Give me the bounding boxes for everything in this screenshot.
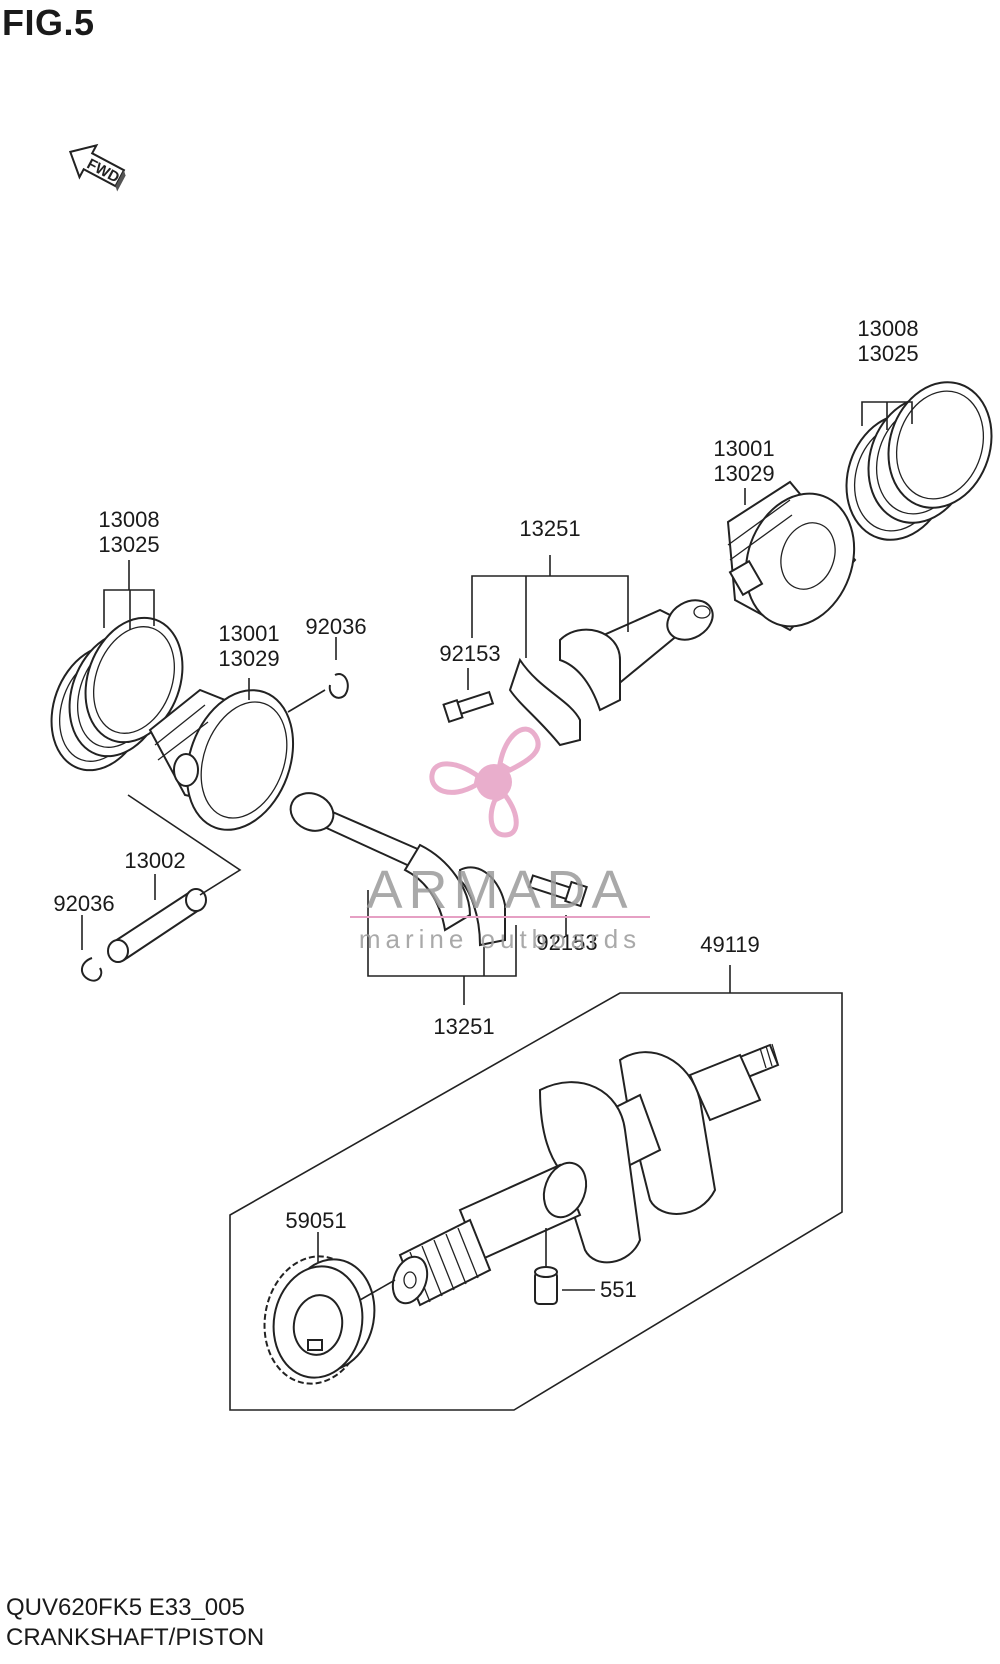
piston-left [148,688,295,831]
callout-dowel: 551 [600,1277,637,1302]
piston-rings-left [50,616,184,772]
piston-pin [107,888,207,963]
callout-rod-right: 13251 [519,516,580,541]
callout-crankshaft: 49119 [700,932,760,957]
fwd-arrow-icon: FWD [68,143,126,192]
crankshaft [391,1043,780,1307]
callout-piston-right-a: 13001 [713,436,774,461]
piston-pin-clip-upper [328,673,349,699]
callout-piston-left-b: 13029 [218,646,279,671]
piston-pin-clip-lower [81,957,103,982]
callout-clip-upper: 92036 [305,614,366,639]
callout-piston-left-a: 13001 [218,621,279,646]
watermark-brand: ARMADA [366,860,633,920]
callout-bolt-left: 92153 [536,930,597,955]
bolt-left [527,874,588,908]
watermark-logo [429,726,541,838]
piston-rings-right [845,381,993,541]
connecting-rod-right [508,599,714,747]
diagram-name: CRANKSHAFT/PISTON [6,1624,265,1651]
diagram-code: QUV620FK5 E33_005 [6,1594,245,1621]
figure-title: FIG.5 [2,2,95,43]
callout-rings-right-b: 13025 [857,341,918,366]
callout-bolt-right: 92153 [439,641,500,666]
bolt-right [442,690,495,723]
callout-rings-left-b: 13025 [98,532,159,557]
callout-rod-left: 13251 [433,1014,494,1039]
callout-rings-left-a: 13008 [98,507,159,532]
dowel-pin [534,1266,558,1305]
callout-clip-lower: 92036 [53,891,114,916]
callout-rings-right-a: 13008 [857,316,918,341]
connecting-rod-left [289,792,506,947]
callout-pin: 13002 [124,848,185,873]
callout-gear: 59051 [285,1208,346,1233]
piston-right [726,480,857,632]
timing-gear [263,1255,376,1385]
watermark-tagline: marine outboards [359,924,641,954]
callout-piston-right-b: 13029 [713,461,774,486]
